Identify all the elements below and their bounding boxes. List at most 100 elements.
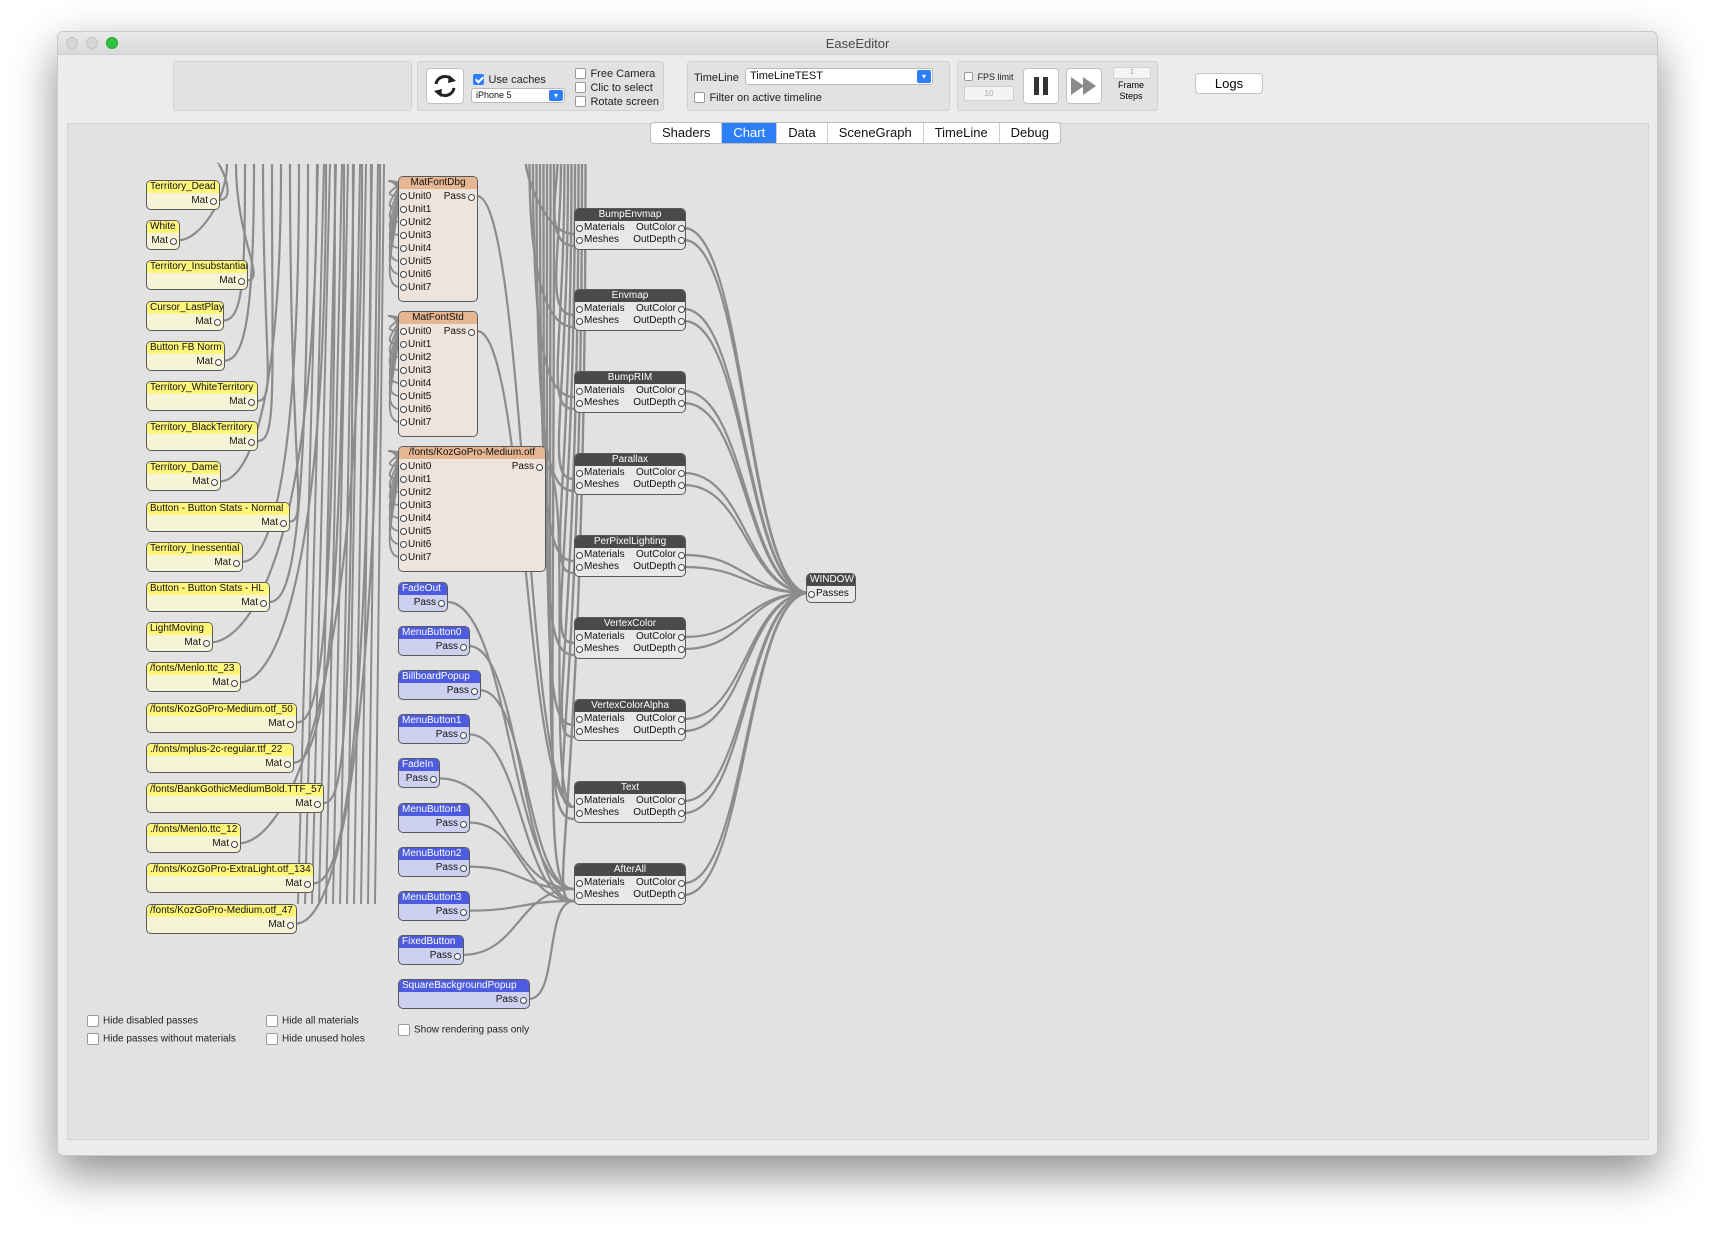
port-connector[interactable]: [233, 559, 240, 567]
port-connector[interactable]: [678, 552, 685, 559]
show-rendering-only-option[interactable]: Show rendering pass only: [398, 1024, 529, 1036]
clic-to-select-checkbox[interactable]: [575, 82, 586, 94]
port-connector[interactable]: [400, 476, 407, 483]
fps-input[interactable]: 10: [964, 86, 1014, 101]
rotate-screen-option[interactable]: Rotate screen: [575, 93, 659, 111]
clic-to-select-option[interactable]: Clic to select: [575, 79, 653, 97]
hide-unused-holes-option[interactable]: Hide unused holes: [266, 1033, 365, 1045]
tab-shaders[interactable]: Shaders: [651, 123, 723, 143]
port-connector[interactable]: [248, 439, 255, 447]
port-connector[interactable]: [678, 306, 685, 313]
port-connector[interactable]: [400, 406, 407, 413]
use-caches-option[interactable]: Use caches: [473, 71, 546, 89]
port-connector[interactable]: [576, 400, 583, 407]
port-connector[interactable]: [678, 716, 685, 723]
port-connector[interactable]: [678, 564, 685, 571]
port-connector[interactable]: [400, 489, 407, 496]
tab-scenegraph[interactable]: SceneGraph: [828, 123, 924, 143]
port-connector[interactable]: [460, 864, 467, 872]
port-connector[interactable]: [400, 541, 407, 548]
hide-without-materials-checkbox[interactable]: [87, 1033, 99, 1045]
port-connector[interactable]: [304, 881, 311, 889]
hide-disabled-checkbox[interactable]: [87, 1015, 99, 1027]
hide-all-materials-checkbox[interactable]: [266, 1015, 278, 1027]
fps-limit-option[interactable]: FPS limit: [964, 68, 1013, 86]
port-connector[interactable]: [400, 245, 407, 252]
hide-all-materials-option[interactable]: Hide all materials: [266, 1015, 359, 1027]
hide-unused-holes-checkbox[interactable]: [266, 1033, 278, 1045]
port-connector[interactable]: [400, 232, 407, 239]
port-connector[interactable]: [576, 470, 583, 477]
port-connector[interactable]: [678, 880, 685, 887]
port-connector[interactable]: [576, 318, 583, 325]
port-connector[interactable]: [400, 554, 407, 561]
port-connector[interactable]: [576, 564, 583, 571]
fps-limit-checkbox[interactable]: [964, 72, 973, 82]
hide-without-materials-option[interactable]: Hide passes without materials: [87, 1033, 236, 1045]
filter-option[interactable]: Filter on active timeline: [694, 89, 822, 107]
port-connector[interactable]: [400, 502, 407, 509]
port-connector[interactable]: [400, 419, 407, 426]
port-connector[interactable]: [400, 463, 407, 470]
tab-data[interactable]: Data: [777, 123, 828, 143]
port-connector[interactable]: [460, 732, 467, 740]
port-connector[interactable]: [678, 482, 685, 489]
port-connector[interactable]: [400, 258, 407, 265]
port-connector[interactable]: [400, 393, 407, 400]
port-connector[interactable]: [471, 688, 478, 696]
port-connector[interactable]: [314, 801, 321, 808]
port-connector[interactable]: [215, 358, 222, 366]
port-connector[interactable]: [808, 591, 815, 598]
port-connector[interactable]: [678, 810, 685, 817]
hide-disabled-option[interactable]: Hide disabled passes: [87, 1015, 198, 1027]
port-connector[interactable]: [576, 892, 583, 899]
free-camera-option[interactable]: Free Camera: [575, 65, 655, 83]
port-connector[interactable]: [260, 600, 267, 607]
port-connector[interactable]: [576, 716, 583, 723]
port-connector[interactable]: [231, 680, 238, 688]
use-caches-checkbox[interactable]: [473, 74, 484, 86]
port-connector[interactable]: [576, 810, 583, 817]
port-connector[interactable]: [576, 482, 583, 489]
port-connector[interactable]: [460, 908, 467, 916]
device-select[interactable]: iPhone 5 ▾: [471, 88, 565, 103]
port-connector[interactable]: [576, 880, 583, 887]
port-connector[interactable]: [287, 921, 294, 929]
port-connector[interactable]: [400, 328, 407, 335]
port-connector[interactable]: [536, 464, 543, 471]
port-connector[interactable]: [576, 388, 583, 395]
port-connector[interactable]: [400, 380, 407, 387]
port-connector[interactable]: [400, 354, 407, 361]
port-connector[interactable]: [576, 728, 583, 735]
port-connector[interactable]: [248, 399, 255, 406]
port-connector[interactable]: [430, 776, 437, 784]
port-connector[interactable]: [231, 841, 238, 849]
rotate-screen-checkbox[interactable]: [575, 96, 586, 108]
